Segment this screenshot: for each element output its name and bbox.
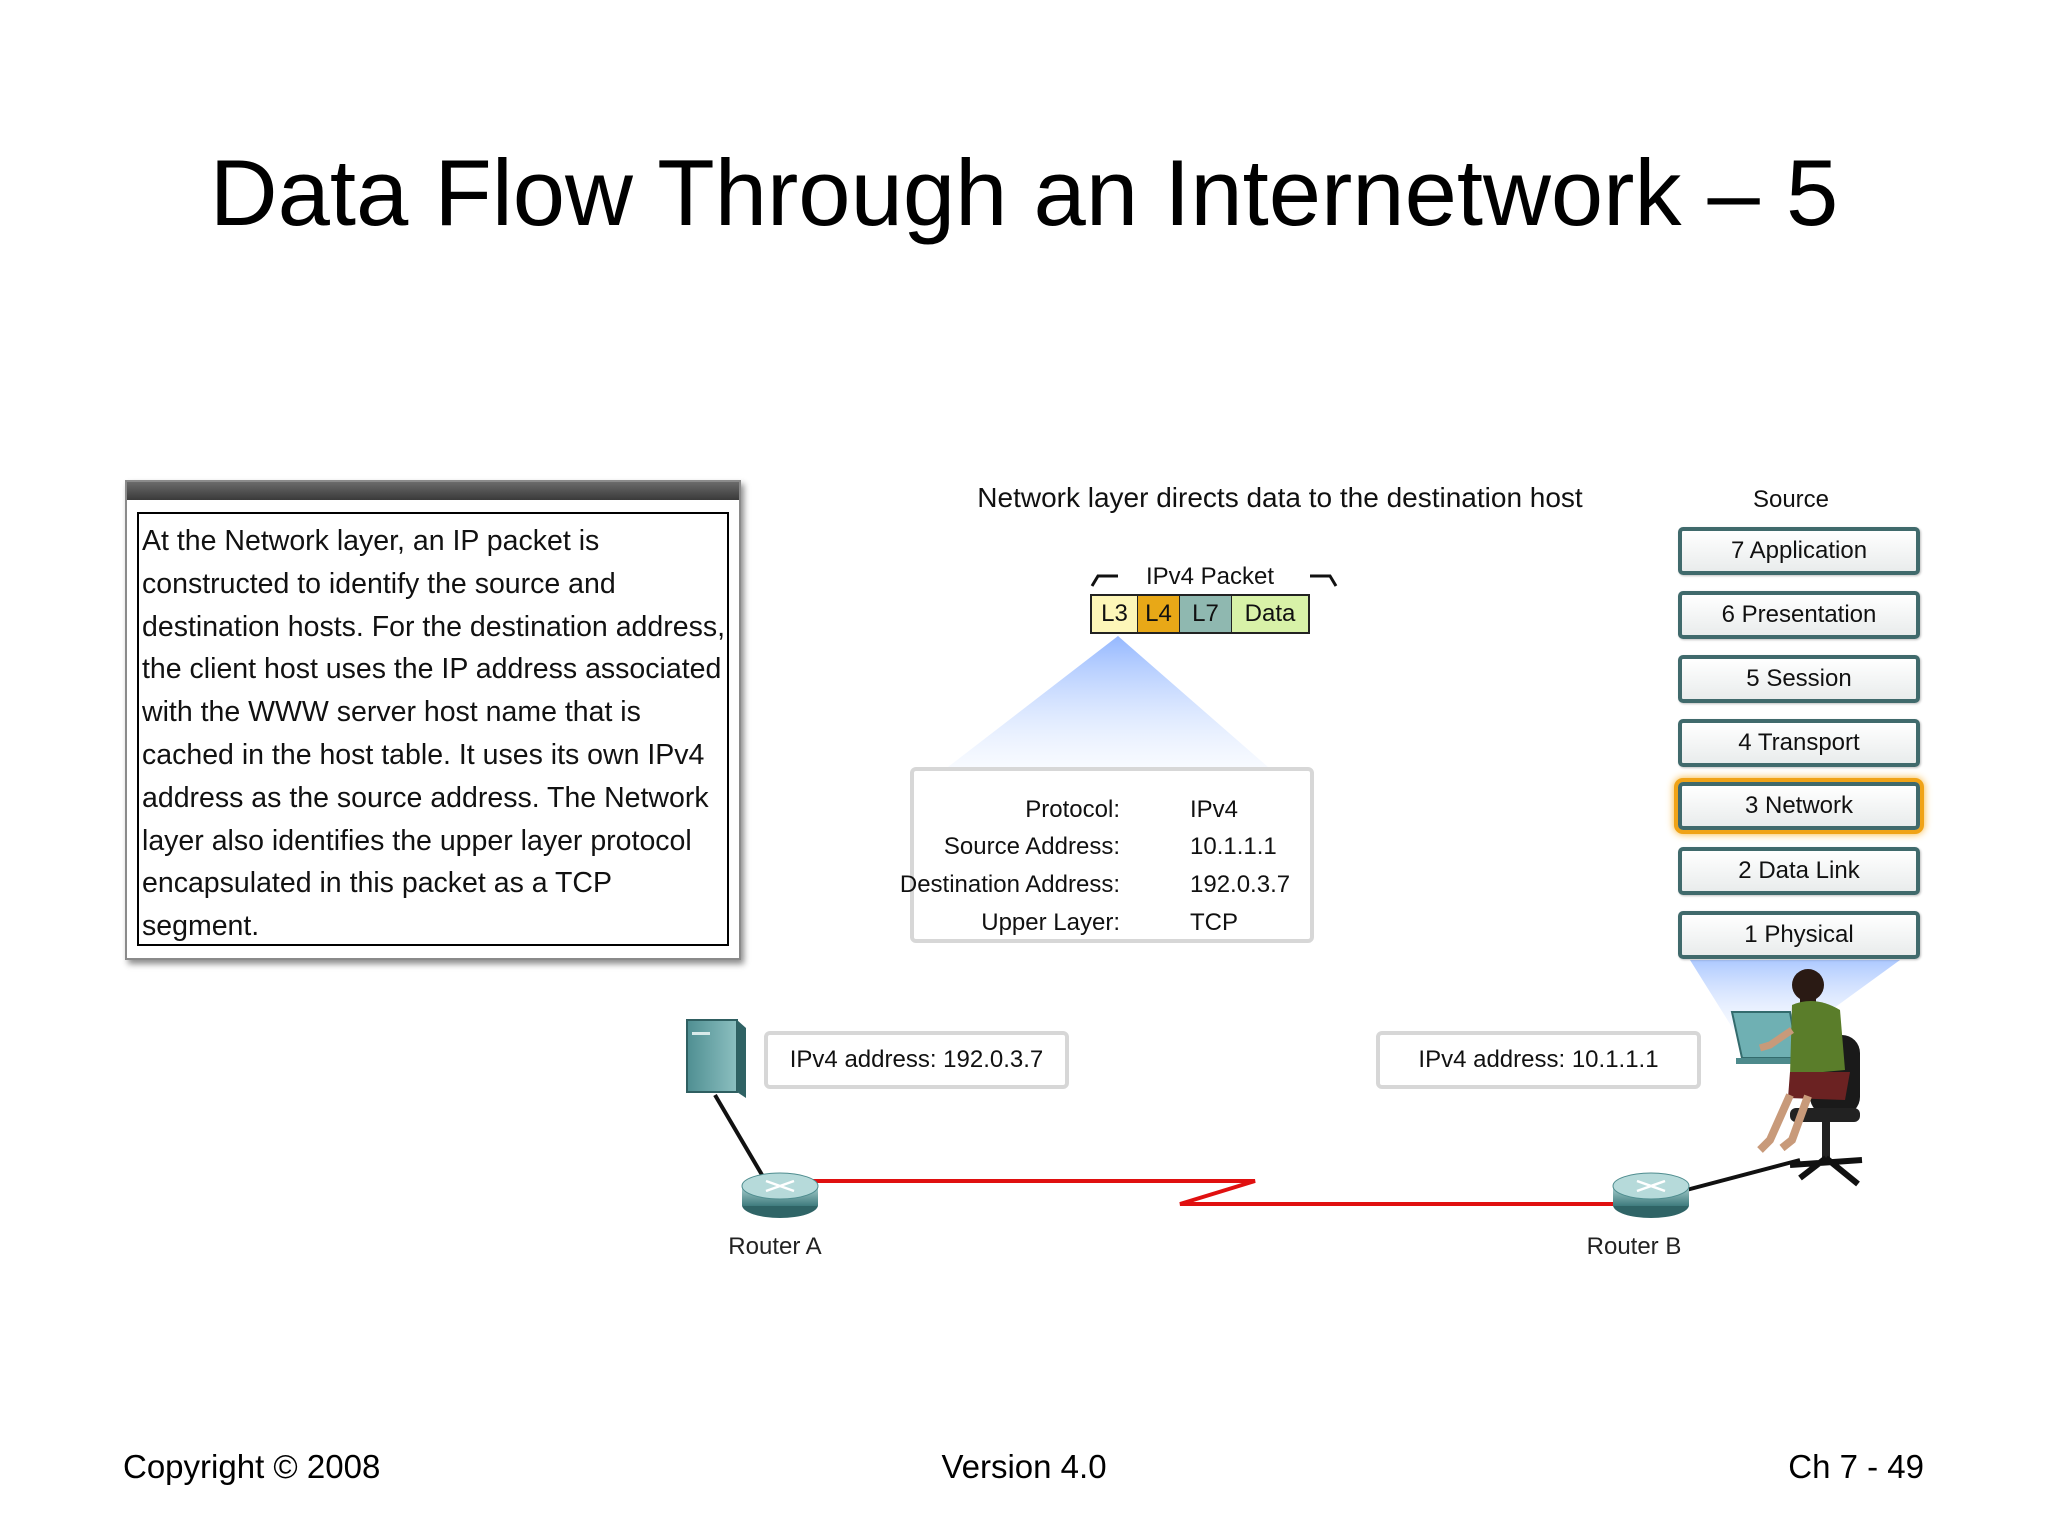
packet-zoom-beam: [948, 636, 1268, 767]
client-address-label: IPv4 address: 10.1.1.1: [1376, 1031, 1701, 1089]
router-b-label: Router B: [1586, 1233, 1682, 1260]
description-line: cached in the host table. It uses its ow…: [142, 738, 705, 771]
packet-detail-key: Upper Layer:: [981, 909, 1120, 936]
router-b-icon: [1612, 1172, 1690, 1218]
layer-physical: 1 Physical: [1678, 911, 1920, 959]
user-workstation-icon: [1730, 969, 1863, 1187]
packet-detail-row: Upper Layer: TCP: [914, 909, 1310, 945]
packet-cell-l4: L4: [1138, 596, 1180, 632]
packet-detail-key: Destination Address:: [899, 871, 1120, 898]
ipv4-packet: L3 L4 L7 Data: [1090, 594, 1310, 634]
packet-label: IPv4 Packet: [1145, 563, 1275, 590]
server-cable: [713, 1093, 767, 1182]
packet-details-box: Protocol: IPv4 Source Address: 10.1.1.1 …: [900, 767, 1314, 945]
packet-detail-value: 192.0.3.7: [1190, 871, 1291, 898]
description-line: At the Network layer, an IP packet is: [142, 525, 600, 557]
description-line: address as the source address. The Netwo…: [142, 781, 709, 814]
description-line: the client host uses the IP address asso…: [142, 653, 722, 686]
layer-data-link: 2 Data Link: [1678, 847, 1920, 895]
slide-title: Data Flow Through an Internetwork – 5: [209, 140, 1839, 245]
layer-application: 7 Application: [1678, 527, 1920, 575]
wan-serial-link: [800, 1179, 1625, 1206]
layer-network-highlighted: 3 Network: [1678, 782, 1920, 830]
router-a-icon: [741, 1172, 819, 1218]
layer-session: 5 Session: [1678, 655, 1920, 703]
packet-detail-key: Source Address:: [943, 833, 1120, 860]
description-line: encapsulated in this packet as a TCP: [142, 867, 612, 900]
packet-detail-value: IPv4: [1190, 796, 1239, 823]
layer-presentation: 6 Presentation: [1678, 591, 1920, 639]
diagram-caption: Network layer directs data to the destin…: [977, 482, 1583, 513]
packet-bracket-right: [1310, 574, 1338, 587]
server-icon: [686, 1019, 746, 1098]
packet-detail-row: Protocol: IPv4: [914, 796, 1310, 832]
layer-transport: 4 Transport: [1678, 719, 1920, 767]
description-line: destination hosts. For the destination a…: [142, 610, 726, 643]
description-line: constructed to identify the source and: [142, 567, 616, 600]
user-cable: [1674, 1158, 1801, 1195]
router-a-label: Router A: [728, 1233, 822, 1260]
packet-detail-row: Destination Address: 192.0.3.7: [900, 871, 1310, 907]
packet-detail-value: 10.1.1.1: [1190, 833, 1277, 860]
packet-cell-data: Data: [1232, 596, 1308, 632]
packet-detail-value: TCP: [1190, 909, 1238, 936]
packet-detail-key: Protocol:: [1025, 796, 1120, 823]
description-panel-header-bar: [127, 482, 739, 500]
packet-cell-l3: L3: [1092, 596, 1138, 632]
description-text-box: At the Network layer, an IP packet is co…: [137, 512, 729, 946]
description-line: layer also identifies the upper layer pr…: [142, 824, 692, 857]
footer-copyright: Copyright © 2008: [123, 1448, 381, 1485]
description-line: with the WWW server host name that is: [142, 696, 641, 729]
footer-version: Version 4.0: [941, 1448, 1107, 1485]
stack-title: Source: [1752, 486, 1830, 513]
description-line: segment.: [142, 910, 260, 943]
server-address-label: IPv4 address: 192.0.3.7: [764, 1031, 1069, 1089]
packet-detail-row: Source Address: 10.1.1.1: [914, 833, 1310, 869]
footer-page-number: Ch 7 - 49: [1788, 1448, 1924, 1485]
packet-bracket-left: [1090, 574, 1118, 587]
packet-cell-l7: L7: [1180, 596, 1232, 632]
description-panel: At the Network layer, an IP packet is co…: [125, 480, 741, 960]
